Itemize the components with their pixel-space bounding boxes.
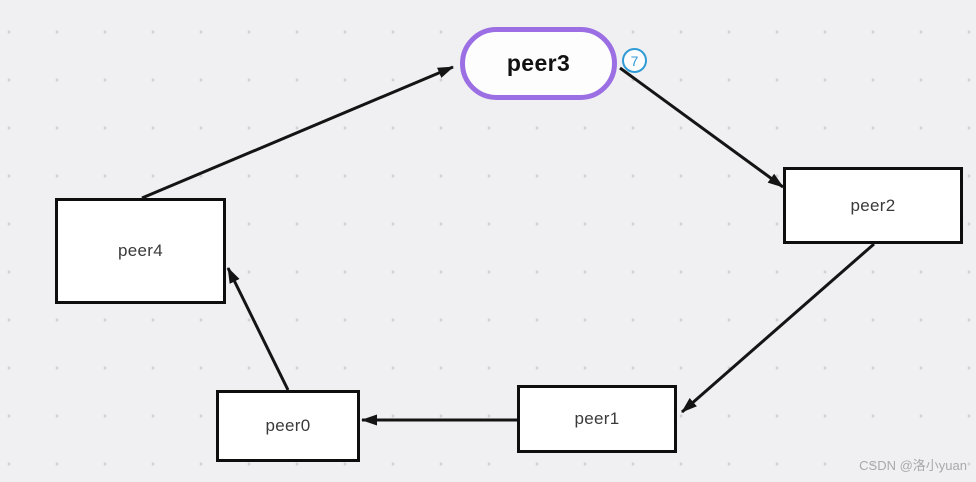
node-peer2-label: peer2 <box>850 195 896 215</box>
node-peer1-label: peer1 <box>574 409 620 428</box>
node-peer3-count-badge[interactable]: 7 <box>622 48 647 73</box>
node-peer4[interactable]: peer4 <box>55 198 226 304</box>
node-peer0[interactable]: peer0 <box>216 390 360 462</box>
edge-peer2-peer1[interactable] <box>681 242 875 414</box>
edge-peer4-peer3[interactable] <box>141 65 454 200</box>
node-peer4-label: peer4 <box>118 241 163 260</box>
node-peer3[interactable]: peer3 <box>460 27 617 100</box>
edge-peer3-peer2[interactable] <box>619 66 784 189</box>
node-peer1[interactable]: peer1 <box>517 385 677 453</box>
node-peer3-label: peer3 <box>506 50 571 76</box>
edge-peer0-peer4[interactable] <box>226 267 290 391</box>
node-peer2[interactable]: peer2 <box>783 167 963 244</box>
watermark: CSDN @洛小yuan <box>859 458 967 473</box>
badge-label: 7 <box>630 52 639 69</box>
node-peer0-label: peer0 <box>265 416 311 435</box>
